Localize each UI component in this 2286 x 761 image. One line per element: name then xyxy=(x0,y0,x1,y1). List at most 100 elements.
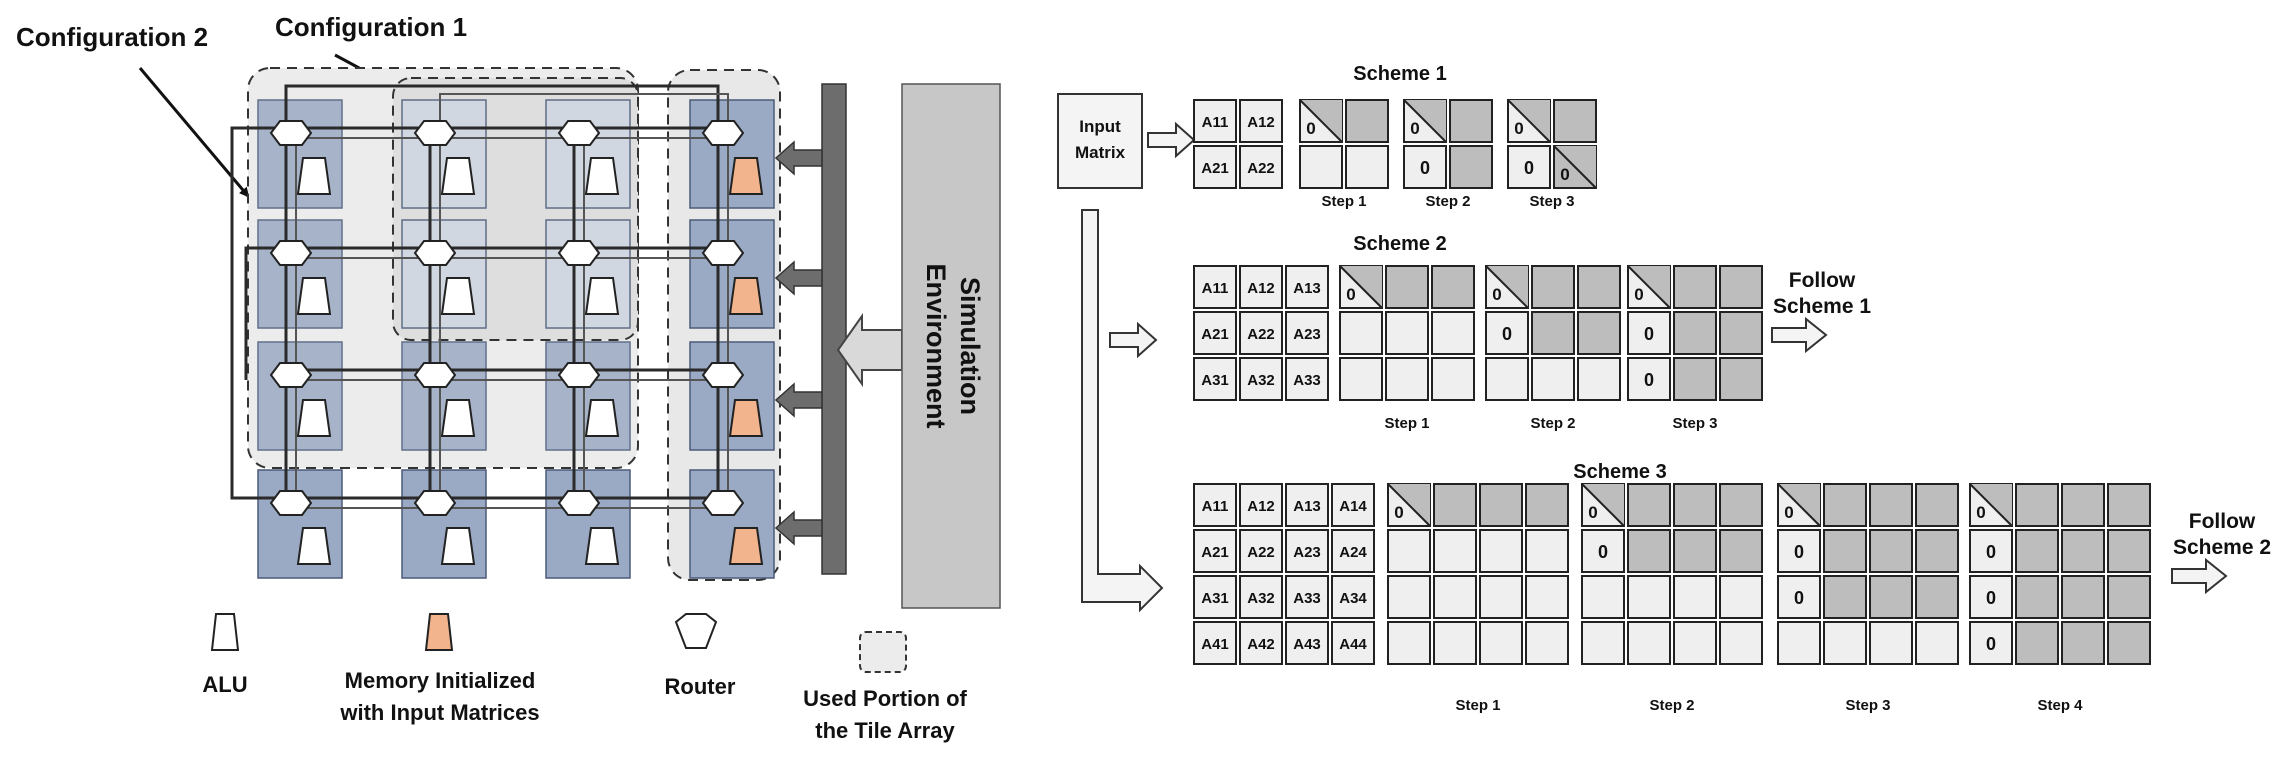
step-cell xyxy=(1387,529,1431,573)
step-cell xyxy=(1485,311,1529,355)
matrix-cell-label: A43 xyxy=(1293,636,1321,653)
step-cell xyxy=(1823,621,1867,665)
step-cell xyxy=(1553,99,1597,143)
step-cell xyxy=(1627,483,1671,527)
step-cell xyxy=(1915,621,1959,665)
follow-label-word: Follow xyxy=(2189,510,2256,533)
matrix-cell xyxy=(1285,483,1329,527)
cell-divider xyxy=(1777,483,1821,527)
alu-unit xyxy=(440,277,476,315)
zero-mark: 0 xyxy=(1634,285,1643,304)
step-cell xyxy=(1823,483,1867,527)
router-icon xyxy=(269,240,313,266)
matrix-cell xyxy=(1239,575,1283,619)
step-cell xyxy=(1387,575,1431,619)
matrix-cell-label: A12 xyxy=(1247,114,1275,131)
cell-divider xyxy=(1403,99,1447,143)
zero-mark: 0 xyxy=(1794,588,1804,608)
zero-mark: 0 xyxy=(1644,324,1654,344)
legend: ALU Memory Initialized with Input Matric… xyxy=(202,613,968,743)
bus-arrow xyxy=(774,382,823,418)
matrix-cell-label: A33 xyxy=(1293,590,1321,607)
step-cell xyxy=(1431,357,1475,401)
step-cell xyxy=(1345,145,1389,189)
zero-mark: 0 xyxy=(1986,634,1996,654)
scheme-input-arrow xyxy=(1109,321,1158,359)
configuration-2-arrow xyxy=(138,67,250,198)
step-label: Step 1 xyxy=(1384,415,1429,432)
bus-arrow xyxy=(774,510,823,546)
step-cell xyxy=(1431,311,1475,355)
matrix-cell xyxy=(1239,529,1283,573)
matrix-cell-label: A23 xyxy=(1293,544,1321,561)
matrix-cell xyxy=(1239,145,1283,189)
matrix-cell xyxy=(1331,529,1375,573)
configuration-1-label: Configuration 1 xyxy=(275,12,467,42)
matrix-cell-label: A42 xyxy=(1247,636,1275,653)
step-cell xyxy=(1581,529,1625,573)
router-layer xyxy=(269,120,745,516)
routing-lines xyxy=(230,84,729,509)
tile-array-panel: Configuration 2 Configuration 1 Simulati… xyxy=(16,12,1001,743)
matrix-cell xyxy=(1239,265,1283,309)
alu-unit xyxy=(296,399,332,437)
matrix-cell xyxy=(1285,575,1329,619)
step-cell xyxy=(1385,311,1429,355)
matrix-cell-label: A13 xyxy=(1293,498,1321,515)
step-cell xyxy=(1449,145,1493,189)
step-cell xyxy=(1969,529,2013,573)
step-label: Step 4 xyxy=(2037,697,2083,714)
matrix-cell-label: A21 xyxy=(1201,544,1229,561)
scheme-input-arrow xyxy=(1147,121,1196,159)
step-cell xyxy=(1777,529,1821,573)
used-portion-legend-label-line1: Used Portion of xyxy=(803,686,967,711)
step-label: Step 2 xyxy=(1425,193,1470,210)
alu-unit xyxy=(440,157,476,195)
zero-mark: 0 xyxy=(1306,119,1315,138)
router-icon xyxy=(413,490,457,516)
step-cell xyxy=(1777,621,1821,665)
zero-mark: 0 xyxy=(1986,542,1996,562)
step-cell xyxy=(1777,575,1821,619)
wrap-around-line xyxy=(284,84,720,128)
step-cell xyxy=(1915,483,1959,527)
step-cell xyxy=(1719,357,1763,401)
wrap-around-line xyxy=(439,93,729,128)
step-cell xyxy=(2107,529,2151,573)
step-cell xyxy=(1673,265,1717,309)
matrix-cell-label: A24 xyxy=(1339,544,1367,561)
router-icon xyxy=(557,240,601,266)
matrix-cell xyxy=(1285,357,1329,401)
router-icon xyxy=(269,490,313,516)
step-cell xyxy=(1673,483,1717,527)
step-cell xyxy=(1577,357,1621,401)
cell-divider xyxy=(1969,483,2013,527)
router-icon xyxy=(413,240,457,266)
memory-legend-icon xyxy=(424,613,454,651)
step-cell xyxy=(1869,529,1913,573)
matrix-cell-label: A13 xyxy=(1293,280,1321,297)
zero-mark: 0 xyxy=(1560,165,1569,184)
step-label: Step 3 xyxy=(1672,415,1717,432)
matrix-cell xyxy=(1331,483,1375,527)
step-cell xyxy=(1719,311,1763,355)
alu-unit xyxy=(584,157,620,195)
matrix-cell xyxy=(1239,311,1283,355)
matrix-cell xyxy=(1331,621,1375,665)
step-cell xyxy=(1387,621,1431,665)
simulation-environment-box xyxy=(901,83,1001,609)
step-cell xyxy=(1823,529,1867,573)
matrix-cell-label: A33 xyxy=(1293,372,1321,389)
zero-mark: 0 xyxy=(1394,503,1403,522)
zero-mark: 0 xyxy=(1598,542,1608,562)
step-cell xyxy=(1915,529,1959,573)
step-cell xyxy=(1581,575,1625,619)
step-cell xyxy=(1385,357,1429,401)
step-cell xyxy=(2015,483,2059,527)
step-cell xyxy=(1433,483,1477,527)
